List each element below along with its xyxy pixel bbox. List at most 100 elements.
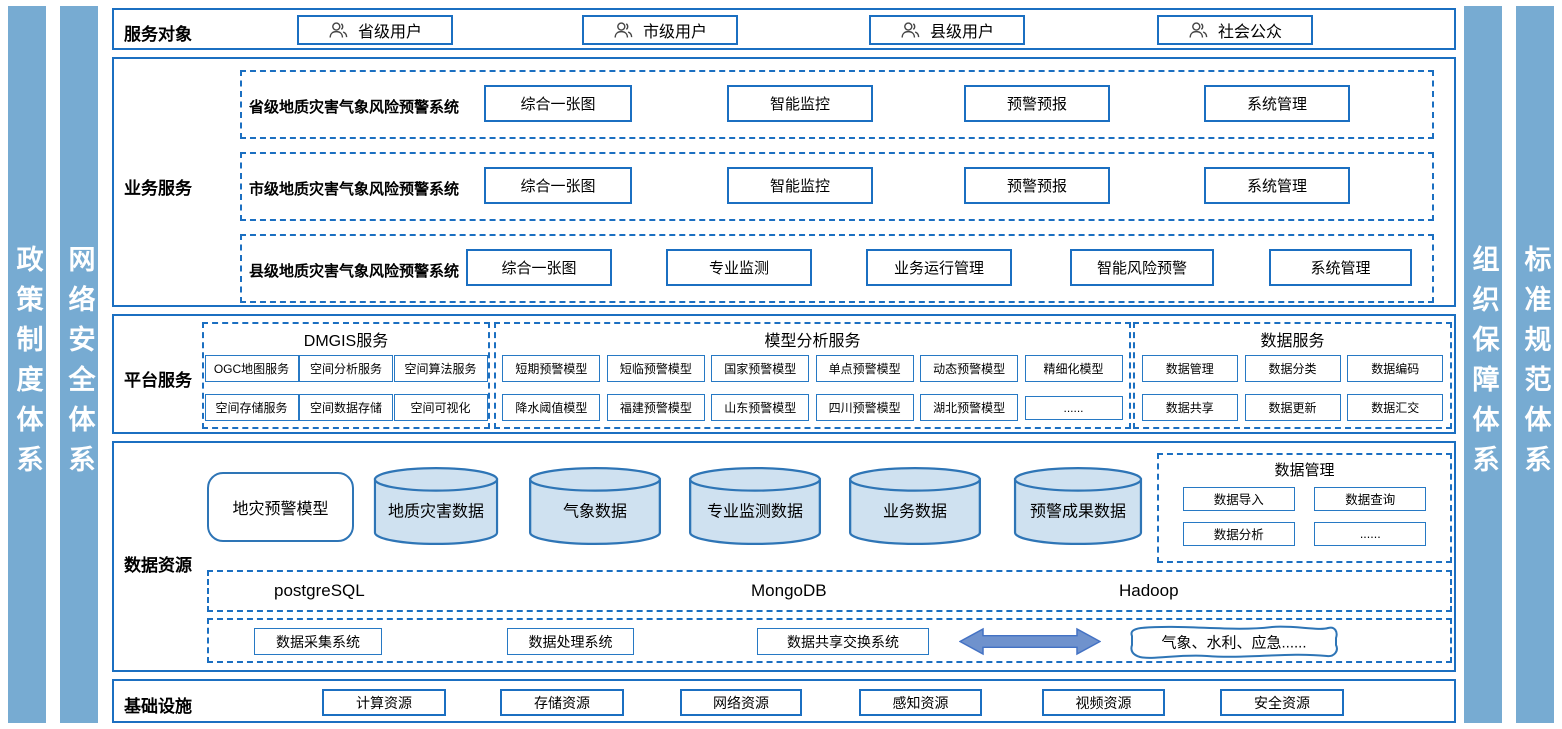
business-system-county: 县级地质灾害气象风险预警系统 综合一张图 专业监测 业务运行管理 智能风险预警 … [240,234,1434,303]
group-row: 降水阈值模型 福建预警模型 山东预警模型 四川预警模型 湖北预警模型 .....… [496,388,1129,427]
service-box: 空间可视化 [393,394,488,421]
platform-group-model-analysis: 模型分析服务 短期预警模型 短临预警模型 国家预警模型 单点预警模型 动态预警模… [494,322,1131,429]
group-row: 空间存储服务 空间数据存储 空间可视化 [204,388,488,427]
service-box: 短期预警模型 [502,355,601,382]
user-box-label: 县级用户 [929,24,994,41]
user-box-city: 市级用户 [582,15,738,45]
service-label: 数据更新 [1268,401,1317,415]
service-label: 空间算法服务 [404,362,477,376]
sidebar-label: 政策制度体系 [12,244,43,485]
system-label: 数据共享交换系统 [787,633,899,650]
item-label: 数据导入 [1213,493,1264,507]
service-label: 短期预警模型 [515,362,588,376]
module-box: 系统管理 [1204,85,1350,122]
service-label: 湖北预警模型 [933,401,1006,415]
group-row: 数据管理 数据分类 数据编码 [1135,349,1450,388]
module-label: 业务运行管理 [893,260,984,277]
data-management-title: 数据管理 [1274,462,1335,479]
database-mongodb: MongoDB [751,581,827,600]
cylinder-label: 业务数据 [882,503,947,521]
sidebar-standard-specification: 标准规范体系 [1516,6,1554,723]
group-title: DMGIS服务 [303,333,389,350]
cylinder-warning-result-data: 预警成果数据 [1012,465,1144,547]
data-processing-system-box: 数据处理系统 [507,628,634,655]
service-box: 短临预警模型 [606,355,705,382]
service-label: 动态预警模型 [933,362,1006,376]
cylinder-shape [1013,466,1143,546]
module-label: 综合一张图 [520,178,596,195]
data-exchange-bar: 数据采集系统 数据处理系统 数据共享交换系统 气象、水利、应急...... [207,618,1452,663]
service-label: 数据分类 [1268,362,1317,376]
user-box-label: 省级用户 [357,24,422,41]
service-box: 四川预警模型 [815,394,914,421]
module-label: 综合一张图 [520,96,596,113]
service-label: 降水阈值模型 [515,401,588,415]
cylinder-label: 预警成果数据 [1029,503,1126,521]
cylinder-business-data: 业务数据 [847,465,983,547]
cylinder-label: 专业监测数据 [706,503,803,521]
module-box: 预警预报 [964,85,1110,122]
module-label: 专业监测 [708,260,769,277]
module-box: 综合一张图 [484,167,632,204]
service-label: 短临预警模型 [619,362,692,376]
cylinder-geological-disaster-data: 地质灾害数据 [372,465,500,547]
cylinder-shape [373,466,499,546]
service-box: OGC地图服务 [204,355,299,382]
service-label: ...... [1063,400,1084,415]
module-label: 系统管理 [1246,96,1307,113]
service-box: 湖北预警模型 [920,394,1019,421]
system-label: 数据采集系统 [276,633,360,650]
user-box-label: 市级用户 [642,24,707,41]
business-services-row: 业务服务 省级地质灾害气象风险预警系统 综合一张图 智能监控 预警预报 系统管理… [112,57,1456,307]
module-label: 系统管理 [1246,178,1307,195]
module-box: 系统管理 [1204,167,1350,204]
row-label-infrastructure: 基础设施 [124,697,192,716]
service-label: 福建预警模型 [619,401,692,415]
service-box: 降水阈值模型 [502,394,601,421]
service-label: 山东预警模型 [724,401,797,415]
infrastructure-row: 基础设施 计算资源 存储资源 网络资源 感知资源 视频资源 安全资源 [112,679,1456,723]
service-label: OGC地图服务 [213,362,290,376]
data-management-item: 数据查询 [1314,486,1427,511]
row-label-data-resources: 数据资源 [124,556,192,575]
module-box: 预警预报 [964,167,1110,204]
cylinder-shape [848,466,982,546]
service-box: 福建预警模型 [606,394,705,421]
service-label: 精细化模型 [1043,362,1104,376]
sidebar-organization-guarantee: 组织保障体系 [1464,6,1502,723]
service-label: 四川预警模型 [828,401,901,415]
module-label: 系统管理 [1310,260,1371,277]
sidebar-policy-system: 政策制度体系 [8,6,46,723]
row-label-platform-services: 平台服务 [124,371,192,390]
resource-box-security: 安全资源 [1220,689,1344,716]
group-title: 模型分析服务 [764,333,861,350]
service-box: 空间数据存储 [299,394,393,421]
wavy-border [1130,625,1338,659]
module-label: 智能监控 [769,178,830,195]
resource-box-video: 视频资源 [1042,689,1165,716]
user-box-county: 县级用户 [869,15,1025,45]
data-collection-system-box: 数据采集系统 [254,628,382,655]
group-row: OGC地图服务 空间分析服务 空间算法服务 [204,349,488,388]
module-box: 智能监控 [727,167,873,204]
row-label-service-targets: 服务对象 [124,25,192,44]
user-box-provincial: 省级用户 [297,15,453,45]
service-label: 单点预警模型 [828,362,901,376]
system-name: 县级地质灾害气象风险预警系统 [249,263,460,280]
service-targets-row: 服务对象 省级用户 市级用户 [112,8,1456,50]
cylinder-shape [528,466,662,546]
external-partners-label: 气象、水利、应急...... [1161,634,1307,651]
double-arrow-icon [958,627,1102,656]
module-box: 综合一张图 [484,85,632,122]
database-postgresql: postgreSQL [274,581,365,600]
item-label: 数据查询 [1345,493,1396,507]
module-label: 智能风险预警 [1096,260,1187,277]
service-box: 数据管理 [1141,355,1238,382]
database-hadoop: Hadoop [1119,581,1179,600]
system-name: 省级地质灾害气象风险预警系统 [249,99,460,116]
module-box: 综合一张图 [466,249,612,286]
service-box: 数据分类 [1244,355,1341,382]
system-label: 数据处理系统 [528,633,613,650]
resource-box-sensing: 感知资源 [859,689,982,716]
module-label: 综合一张图 [501,260,577,277]
